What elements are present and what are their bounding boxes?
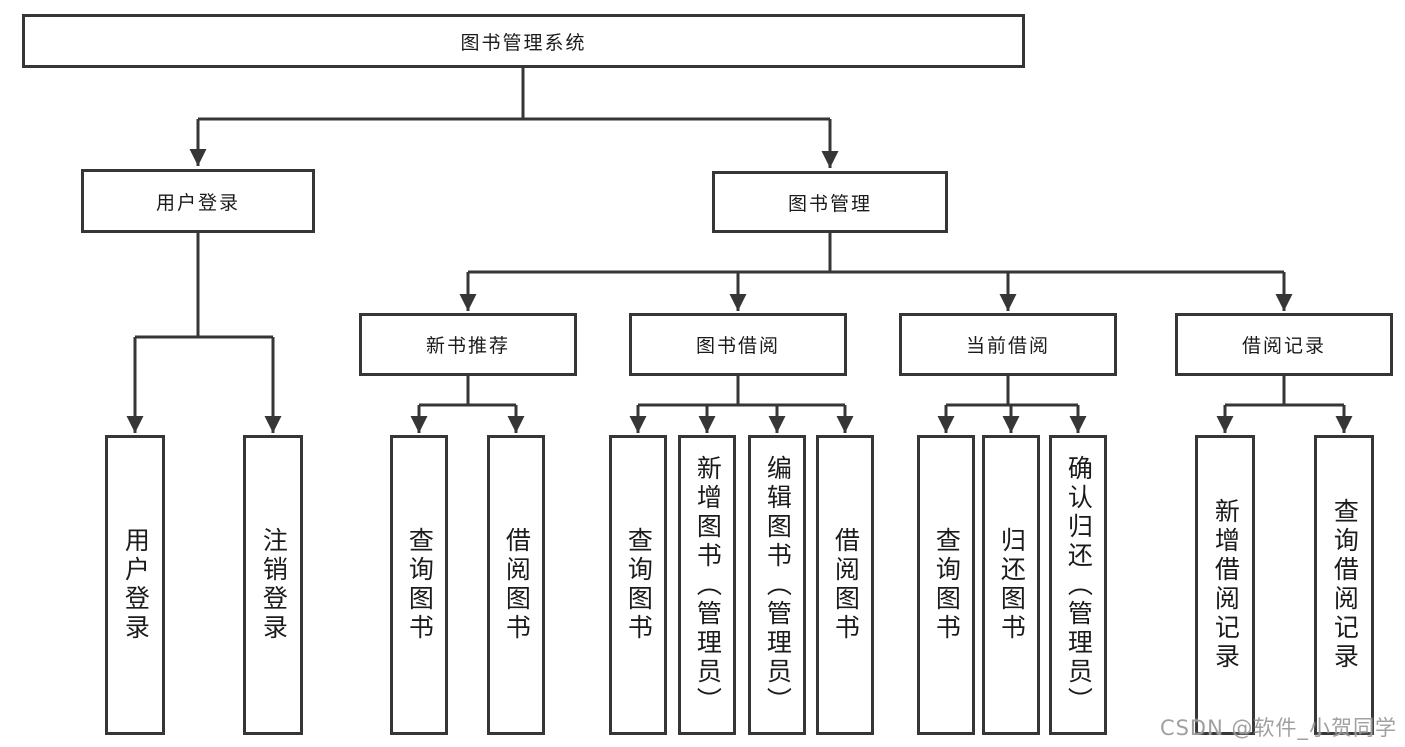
leaf-query-books-current: 查询图书 [917, 435, 975, 735]
leaf-edit-book-admin: 编辑图书（管理员） [748, 435, 806, 735]
node-user-login: 用户登录 [81, 169, 315, 233]
leaf-borrow-books-recommend: 借阅图书 [487, 435, 545, 735]
node-new-book-recommend: 新书推荐 [359, 313, 577, 376]
connector-root [189, 68, 839, 168]
connector-book-borrowing [629, 376, 854, 433]
leaf-return-book: 归还图书 [982, 435, 1040, 735]
node-book-management: 图书管理 [712, 171, 948, 233]
connector-borrowing-records [1216, 376, 1353, 433]
leaf-query-borrow-record: 查询借阅记录 [1314, 435, 1374, 735]
leaf-query-books-borrowing: 查询图书 [609, 435, 667, 735]
leaf-user-login: 用户登录 [105, 435, 165, 735]
connector-current-borrowing [937, 376, 1087, 433]
leaf-borrow-books: 借阅图书 [816, 435, 874, 735]
node-book-borrowing: 图书借阅 [629, 313, 847, 376]
leaf-add-borrow-record: 新增借阅记录 [1195, 435, 1255, 735]
csdn-watermark: CSDN @软件_小贺同学 [1159, 716, 1397, 740]
node-borrowing-records: 借阅记录 [1175, 313, 1393, 376]
connector-new-book-recommend [410, 376, 525, 433]
node-current-borrowing: 当前借阅 [899, 313, 1117, 376]
leaf-add-book-admin: 新增图书（管理员） [678, 435, 736, 735]
connector-book-management [459, 233, 1293, 311]
leaf-confirm-return-admin: 确认归还（管理员） [1049, 435, 1107, 735]
leaf-query-books-recommend: 查询图书 [390, 435, 448, 735]
node-library-management-system: 图书管理系统 [22, 14, 1025, 68]
leaf-logout-login: 注销登录 [243, 435, 303, 735]
connector-user-login [126, 233, 282, 433]
